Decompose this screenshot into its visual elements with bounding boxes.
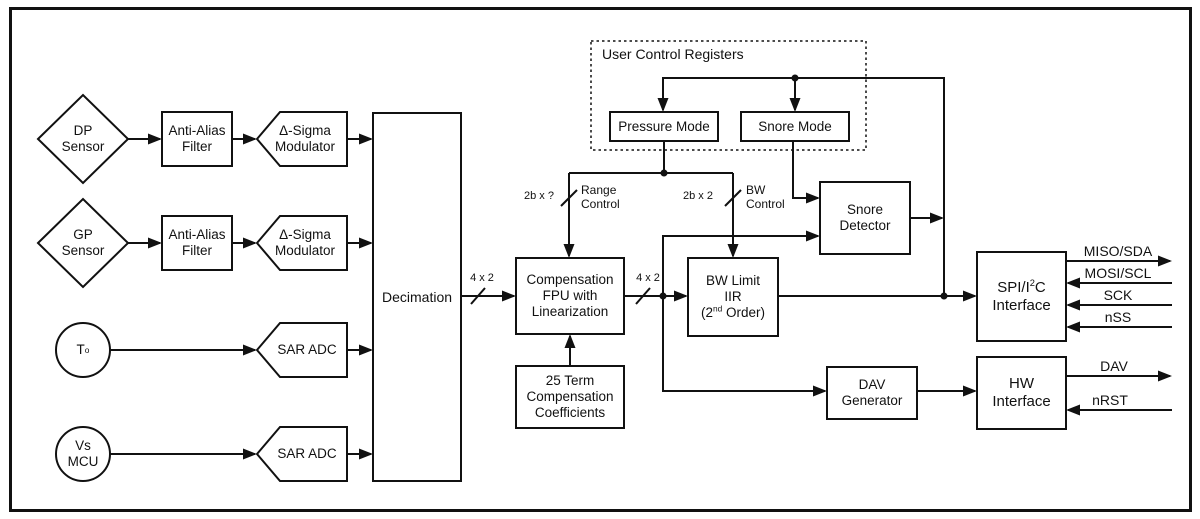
snore-mode-shape xyxy=(740,111,850,142)
bus-slash-marks xyxy=(470,189,742,305)
diagram-frame xyxy=(9,7,1192,512)
decimation-shape xyxy=(372,112,462,482)
snore-detector-shape xyxy=(819,181,911,255)
hw-interface-shape xyxy=(976,356,1067,430)
dav-generator-shape xyxy=(826,366,918,420)
junction-dots xyxy=(659,74,948,300)
sar-adc-2-shape xyxy=(255,426,348,482)
dp-sensor-shape xyxy=(36,93,130,185)
compensation-fpu-shape xyxy=(515,257,625,335)
anti-alias-filter-1-shape xyxy=(161,111,233,167)
anti-alias-filter-2-shape xyxy=(161,215,233,271)
bw-limit-iir-shape xyxy=(687,257,779,337)
spi-i2c-interface-shape xyxy=(976,251,1067,342)
gp-sensor-shape xyxy=(36,197,130,289)
connector-lines xyxy=(110,77,1172,460)
user-control-registers-box xyxy=(590,40,867,151)
pressure-mode-shape xyxy=(609,111,719,142)
delta-sigma-modulator-2-shape xyxy=(255,215,348,271)
delta-sigma-modulator-1-shape xyxy=(255,111,348,167)
temperature-source-shape xyxy=(55,322,111,378)
vs-mcu-source-shape xyxy=(55,426,111,482)
coefficients-shape xyxy=(515,365,625,429)
sar-adc-1-shape xyxy=(255,322,348,378)
